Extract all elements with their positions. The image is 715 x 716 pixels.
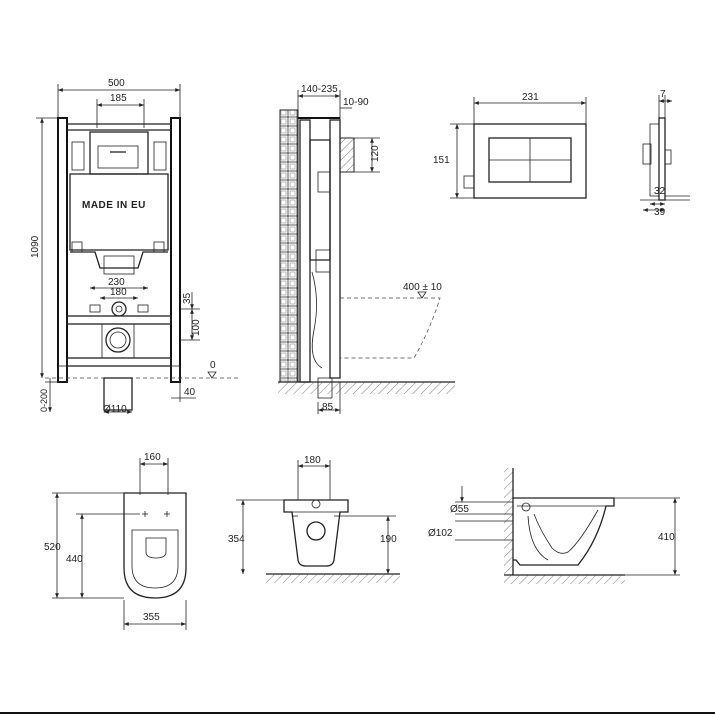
zero-level-dim: 0	[210, 360, 216, 371]
flush-plate-front: 231 151	[433, 92, 587, 199]
rear-outlet-dim: 190	[380, 534, 397, 545]
frame-inner-width-dim: 185	[110, 93, 127, 104]
frame-height-dim: 1090	[30, 235, 41, 258]
bottom-offset-dim: 85	[322, 402, 334, 413]
bowl-rear-view: 180 354 190	[228, 455, 400, 583]
bottom-rule	[0, 712, 715, 714]
pipe-height-dim: 100	[191, 319, 202, 336]
bowl-top-width-dim: 160	[144, 452, 161, 463]
plate-width-dim: 231	[522, 92, 539, 103]
flush-plate-side: 7 32 39	[640, 89, 690, 218]
bowl-inner-length-dim: 440	[66, 554, 83, 565]
bowl-side-view: Ø55 Ø102 410	[428, 468, 680, 584]
pipe-offset-dim: 35	[182, 292, 193, 304]
plate-depth-b-dim: 39	[654, 207, 666, 218]
pipe-span-outer-dim: 230	[108, 277, 125, 288]
rear-height-dim: 354	[228, 534, 245, 545]
bowl-top-view: 160 520 440 355	[44, 452, 187, 630]
plate-height-dim: 151	[433, 155, 450, 166]
frame-made-in-label: MADE IN EU	[82, 200, 146, 211]
foot-dim: 40	[184, 387, 196, 398]
rear-width-dim: 180	[304, 455, 321, 466]
side-dia-large-dim: Ø102	[428, 528, 453, 539]
plate-depth-a-dim: 32	[654, 186, 666, 197]
frame-side-view: 140-235 10-90 120 400 ± 10 85	[278, 84, 455, 414]
frame-front-view: 500 185 1090 MADE IN EU 230 180	[30, 78, 238, 415]
bowl-length-dim: 520	[44, 542, 61, 553]
bowl-height-dim: 400 ± 10	[403, 282, 442, 293]
bowl-width-dim: 355	[143, 612, 160, 623]
side-depth-small-dim: 10-90	[343, 97, 369, 108]
pipe-span-inner-dim: 180	[110, 287, 127, 298]
flush-height-dim: 120	[370, 145, 381, 162]
side-depth-range-dim: 140-235	[301, 84, 338, 95]
adjust-range-dim: 0-200	[39, 389, 49, 412]
side-height-dim: 410	[658, 532, 675, 543]
frame-width-dim: 500	[108, 78, 125, 89]
plate-thickness-dim: 7	[660, 89, 666, 100]
drain-diameter-dim: Ø110	[103, 404, 127, 415]
side-dia-small-dim: Ø55	[450, 504, 469, 515]
